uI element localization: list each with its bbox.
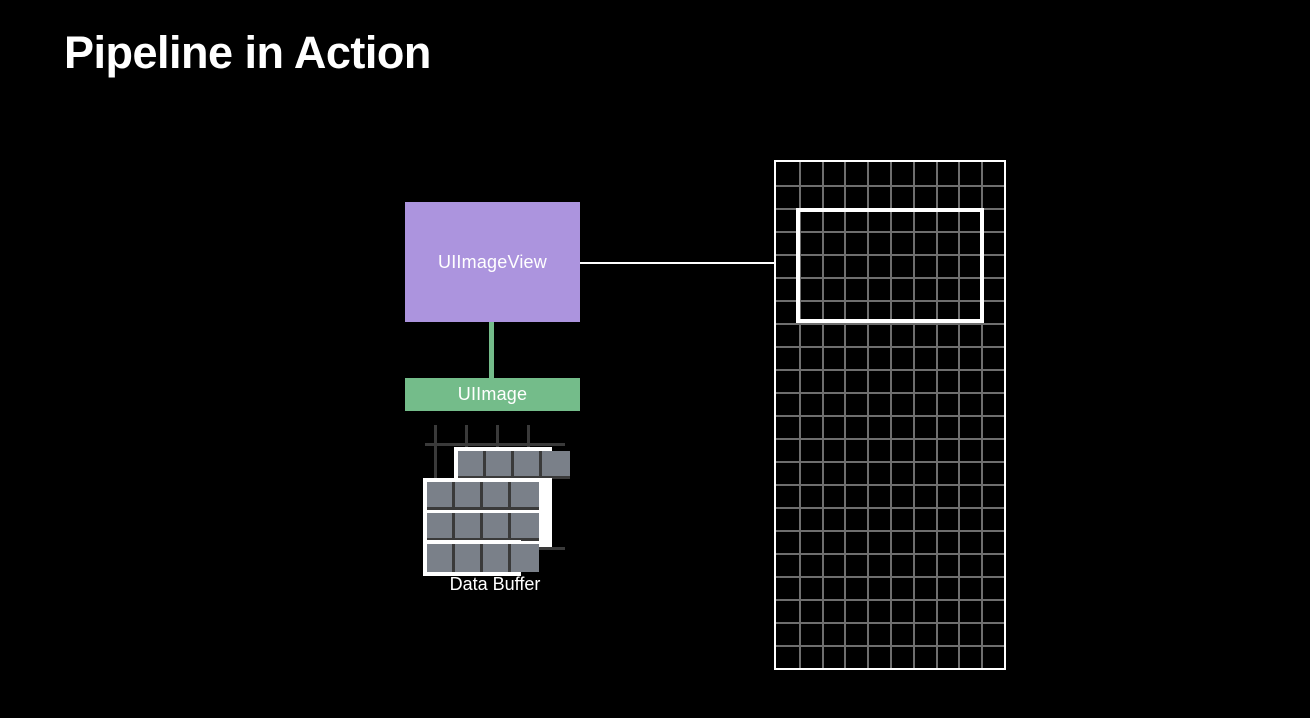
buffer-cell [511, 482, 539, 510]
buffer-cell-row-3 [427, 513, 539, 541]
screen-gridline-horizontal [776, 438, 1004, 440]
screen-gridline-horizontal [776, 622, 1004, 624]
screen-gridline-horizontal [776, 599, 1004, 601]
screen-gridline-horizontal [776, 346, 1004, 348]
node-uiimageview-label: UIImageView [438, 251, 547, 272]
buffer-cell [514, 451, 542, 479]
screen-gridline-horizontal [776, 277, 1004, 279]
screen-gridline-horizontal [776, 369, 1004, 371]
connector-imageview-to-screen [580, 262, 776, 264]
screen-gridline-horizontal [776, 392, 1004, 394]
buffer-cell [427, 513, 455, 541]
buffer-cell-row-1 [458, 451, 570, 479]
buffer-cell [455, 482, 483, 510]
buffer-cell [427, 482, 455, 510]
node-uiimage-label: UIImage [457, 384, 528, 404]
screen-gridline-horizontal [776, 300, 1004, 302]
node-uiimage[interactable]: UIImage [405, 378, 580, 411]
buffer-cell-row-2 [427, 482, 539, 510]
screen-gridline-horizontal [776, 323, 1004, 325]
device-screen-grid[interactable] [774, 160, 1006, 670]
screen-gridline-horizontal [776, 185, 1004, 187]
data-buffer-caption: Data Buffer [449, 574, 541, 594]
screen-gridline-horizontal [776, 530, 1004, 532]
screen-gridline-horizontal [776, 507, 1004, 509]
buffer-cell [511, 513, 539, 541]
screen-gridline-horizontal [776, 415, 1004, 417]
buffer-cell [486, 451, 514, 479]
screen-gridline-horizontal [776, 484, 1004, 486]
visible-image-region-highlight[interactable] [796, 208, 984, 323]
buffer-cell [455, 544, 483, 572]
buffer-cell [483, 482, 511, 510]
buffer-cell [511, 544, 539, 572]
screen-gridline-horizontal [776, 461, 1004, 463]
buffer-cell [542, 451, 570, 479]
buffer-cell [427, 544, 455, 572]
screen-gridline-horizontal [776, 645, 1004, 647]
screen-gridline-horizontal [776, 553, 1004, 555]
screen-gridline-horizontal [776, 231, 1004, 233]
screen-gridline-horizontal [776, 254, 1004, 256]
buffer-cell [455, 513, 483, 541]
page-title: Pipeline in Action [64, 27, 431, 78]
node-uiimageview[interactable]: UIImageView [405, 202, 580, 322]
buffer-cell-row-4 [427, 544, 539, 572]
screen-gridline-horizontal [776, 576, 1004, 578]
connector-imageview-to-uiimage [489, 322, 494, 378]
buffer-cell [483, 513, 511, 541]
buffer-cell [483, 544, 511, 572]
buffer-bg-gridline-h [425, 443, 565, 446]
buffer-cell [458, 451, 486, 479]
data-buffer-diagram [423, 425, 570, 576]
